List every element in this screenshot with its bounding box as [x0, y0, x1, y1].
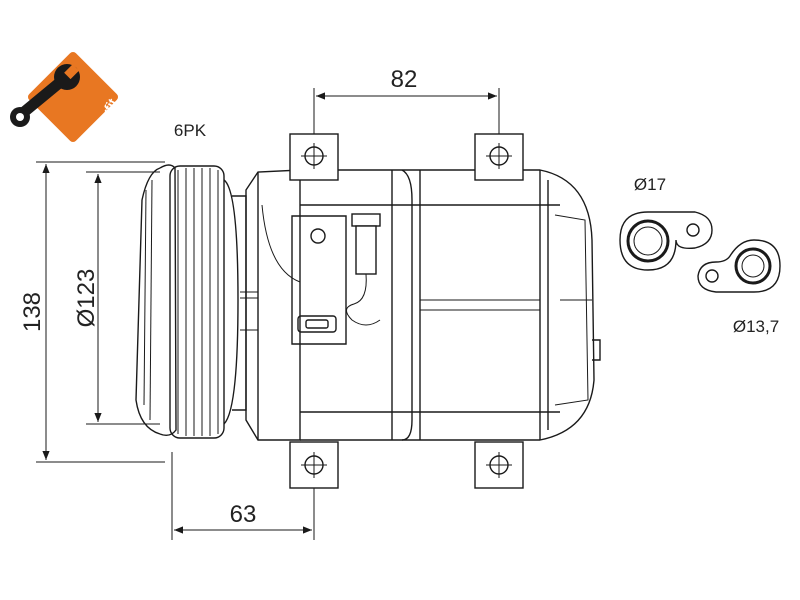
dimension-offset: 63 — [171, 452, 315, 540]
mount-bottom-left — [289, 441, 339, 489]
dimension-pulley: Ø123 — [73, 171, 160, 425]
seal-ring-small: Ø13,7 — [697, 239, 781, 336]
mount-bottom-right — [474, 441, 524, 489]
seal-ring-large: Ø17 — [619, 175, 713, 271]
dimension-height: 138 — [19, 161, 165, 463]
badge-diamond — [27, 51, 119, 143]
dimension-width-label: 82 — [391, 66, 418, 93]
dimension-offset-label: 63 — [230, 501, 257, 528]
wrench-icon — [10, 64, 80, 127]
pulley — [135, 164, 247, 439]
compressor-body — [240, 169, 601, 441]
electrical-connector — [261, 204, 381, 345]
seal-small-label: Ø13,7 — [733, 317, 779, 336]
mount-top-left — [289, 133, 339, 181]
seal-large-label: Ø17 — [634, 175, 666, 194]
dimension-width: 82 — [313, 66, 500, 150]
pulley-belt-label: 6PK — [174, 121, 207, 140]
easyfit-badge: easyfit — [10, 51, 120, 143]
dimension-height-label: 138 — [19, 292, 46, 332]
dimension-pulley-label: Ø123 — [73, 269, 100, 328]
mount-top-right — [474, 133, 524, 181]
